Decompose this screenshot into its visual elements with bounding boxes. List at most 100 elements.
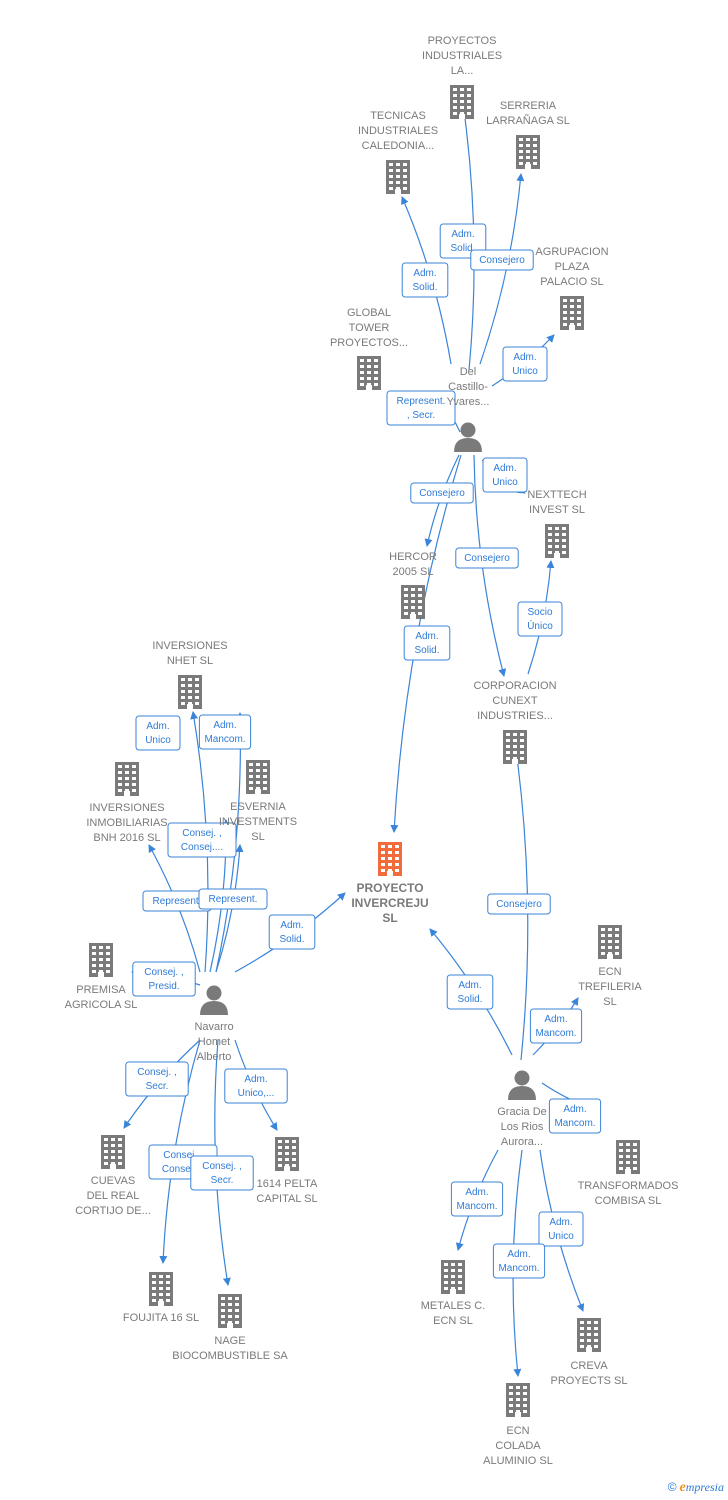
relation-label[interactable]: Adm.Solid. (403, 625, 451, 661)
relation-label[interactable]: Consejero (410, 482, 474, 504)
relation-label[interactable]: Adm.Mancom. (492, 1243, 546, 1279)
building-icon (450, 85, 474, 119)
node-label: INVERSIONES (89, 802, 164, 814)
relation-label[interactable]: Consejero (470, 249, 534, 271)
relation-label[interactable]: Adm.Unico (482, 457, 528, 493)
relation-label-text: Adm. (413, 268, 436, 279)
relation-label[interactable]: Adm.Unico (135, 715, 181, 751)
relation-label-text: Consej. , (137, 1067, 176, 1078)
node-label: CREVA (570, 1360, 608, 1372)
building-icon (246, 760, 270, 794)
relation-label-box (482, 457, 528, 493)
relation-label[interactable]: Adm.Mancom. (548, 1098, 602, 1134)
relation-label[interactable]: Adm.Solid. (401, 262, 449, 298)
relation-label-box (548, 1098, 602, 1134)
building-icon (178, 675, 202, 709)
relation-label-box (167, 822, 237, 858)
building-icon (218, 1294, 242, 1328)
building-icon (89, 943, 113, 977)
node-cunext[interactable]: CORPORACIONCUNEXTINDUSTRIES... (473, 680, 557, 764)
brand-initial: e (679, 1480, 686, 1495)
relation-label-text: Presid. (148, 981, 179, 992)
building-icon (275, 1137, 299, 1171)
relation-label-text: Socio (527, 607, 552, 618)
node-label: CAPITAL SL (256, 1193, 317, 1205)
person-icon (200, 985, 228, 1015)
node-foujita[interactable]: FOUJITA 16 SL (123, 1272, 199, 1324)
relation-label[interactable]: Adm.Mancom. (529, 1008, 583, 1044)
relation-label[interactable]: Adm.Solid. (446, 974, 494, 1010)
relation-label[interactable]: Consej. ,Presid. (132, 961, 196, 997)
relation-label-text: , Secr. (407, 410, 435, 421)
node-label: PLAZA (555, 261, 591, 273)
node-label: NEXTTECH (527, 489, 586, 501)
node-globaltower[interactable]: GLOBALTOWERPROYECTOS... (330, 307, 408, 390)
building-icon (386, 160, 410, 194)
node-delcastillo[interactable]: DelCastillo-Yvares... (447, 366, 490, 452)
relation-label[interactable]: Represent. (198, 888, 268, 910)
node-pil[interactable]: PROYECTOSINDUSTRIALESLA... (422, 35, 502, 119)
node-label: PREMISA (76, 984, 126, 996)
node-label: PROYECTOS... (330, 337, 408, 349)
relation-label-box (135, 715, 181, 751)
relation-label[interactable]: Consejero (455, 547, 519, 569)
relation-label-text: Secr. (146, 1081, 169, 1092)
relation-label[interactable]: Consej. ,Consej.... (167, 822, 237, 858)
node-label: CORTIJO DE... (75, 1205, 151, 1217)
building-icon (545, 524, 569, 558)
relation-label[interactable]: Consej. , Secr. (125, 1061, 189, 1097)
relation-label-text: Unico (548, 1231, 574, 1242)
node-label: PROYECTO (356, 881, 423, 895)
node-label: CUNEXT (492, 695, 538, 707)
relation-label[interactable]: Represent., Secr. (386, 390, 456, 426)
relation-label-text: Consejero (464, 553, 510, 564)
relation-label[interactable]: Consej. ,Secr. (190, 1155, 254, 1191)
node-tic[interactable]: TECNICASINDUSTRIALESCALEDONIA... (358, 110, 438, 194)
node-label: INVEST SL (529, 504, 585, 516)
relation-label-text: Consej. , (202, 1161, 241, 1172)
node-label: BIOCOMBUSTIBLE SA (172, 1350, 288, 1362)
node-label: HERCOR (389, 551, 437, 563)
relation-label[interactable]: Adm.Mancom. (450, 1181, 504, 1217)
relation-label-box (401, 262, 449, 298)
relation-label[interactable]: Consejero (487, 893, 551, 915)
building-icon (115, 762, 139, 796)
relation-label-text: Consej.... (162, 1164, 204, 1175)
node-label: COMBISA SL (595, 1195, 662, 1207)
building-icon (516, 135, 540, 169)
building-icon (401, 585, 425, 619)
relation-label-text: Unico (145, 735, 171, 746)
relation-label-text: Adm. (458, 980, 481, 991)
relation-label-text: Unico (512, 366, 538, 377)
node-label: SL (382, 911, 397, 925)
relation-label-box (125, 1061, 189, 1097)
node-metales[interactable]: METALES C.ECN SL (421, 1260, 486, 1327)
relation-label[interactable]: Adm.Unico (538, 1211, 584, 1247)
building-icon (616, 1140, 640, 1174)
relation-label[interactable]: Adm.Unico (502, 346, 548, 382)
node-label: AGRUPACION (535, 246, 608, 258)
relation-label[interactable]: Adm.Unico,... (224, 1068, 288, 1104)
node-nexttech[interactable]: NEXTTECH INVEST SL (527, 489, 587, 558)
relation-label[interactable]: Adm.Solid. (268, 914, 316, 950)
relation-label-box (517, 601, 563, 637)
relation-label[interactable]: Adm.Mancom. (198, 714, 252, 750)
